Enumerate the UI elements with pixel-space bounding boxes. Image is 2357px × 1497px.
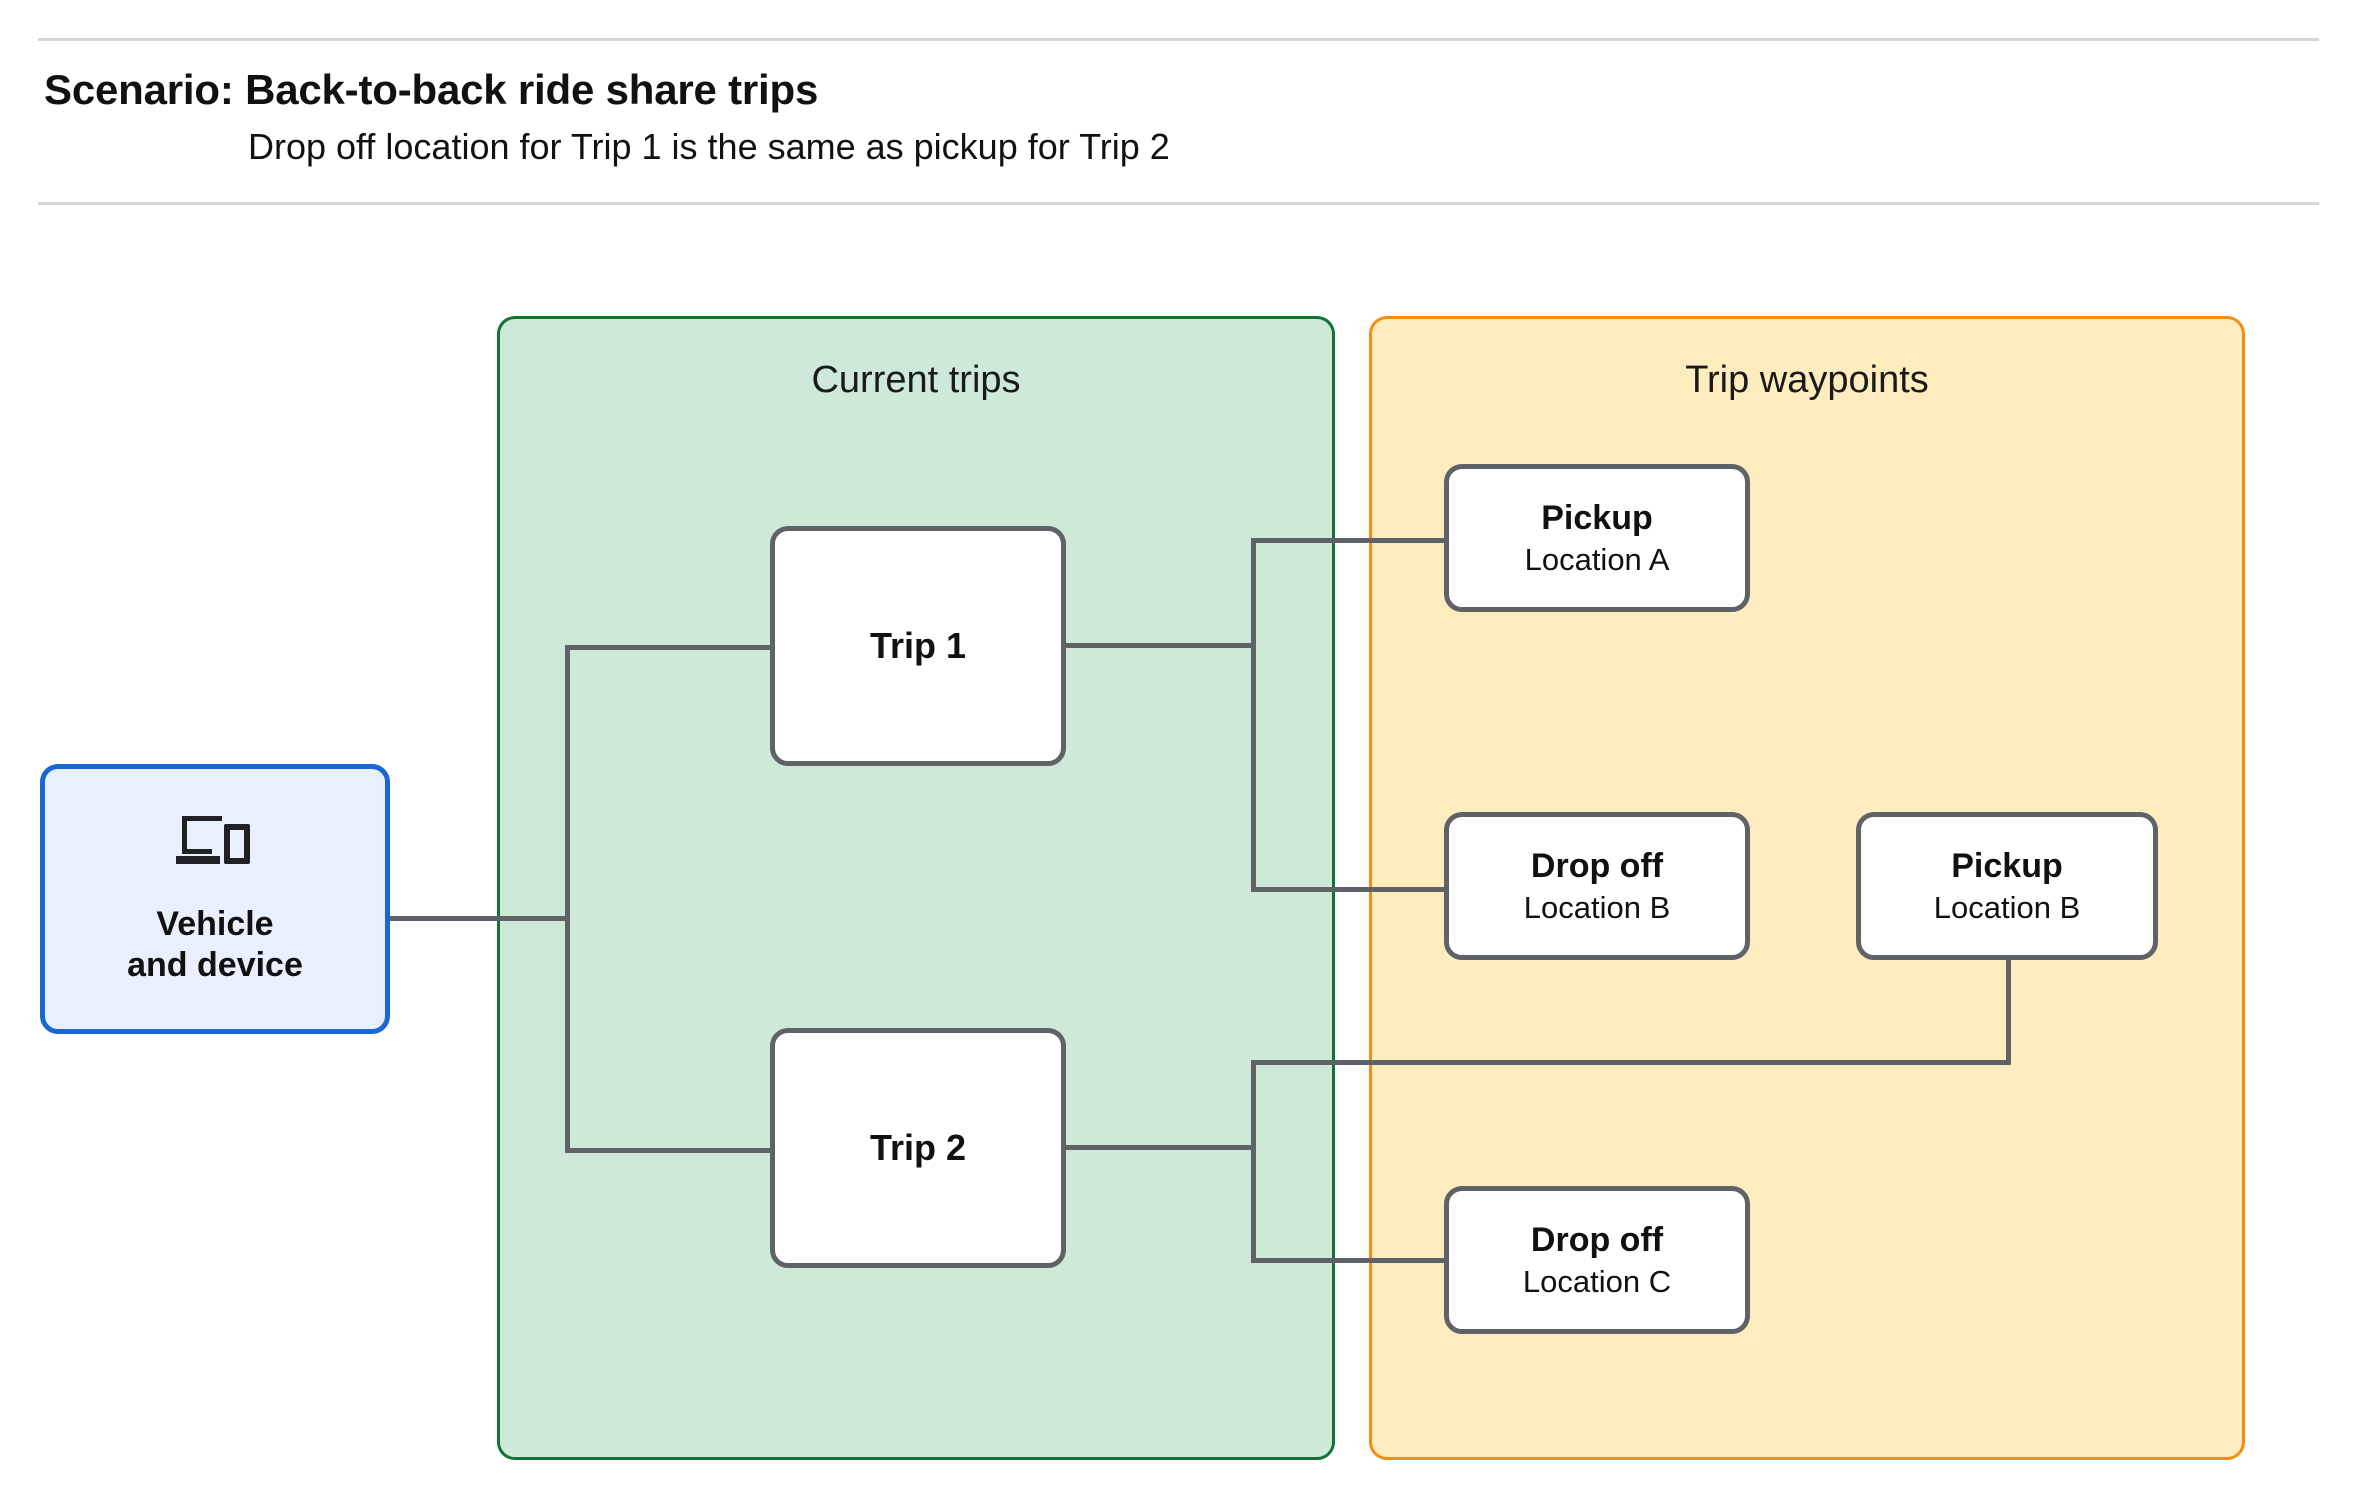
waypoint-node-dropoff-b[interactable]: Drop off Location B — [1444, 812, 1750, 960]
group-current-trips-title: Current trips — [811, 359, 1021, 401]
trip-node-1[interactable]: Trip 1 — [770, 526, 1066, 766]
waypoint-pickup-a-title: Pickup — [1541, 498, 1653, 537]
connector-trip2-to-pickup-b-horizontal — [1251, 1060, 2011, 1065]
waypoint-pickup-b-location: Location B — [1933, 889, 2081, 925]
waypoint-node-dropoff-c[interactable]: Drop off Location C — [1444, 1186, 1750, 1334]
group-current-trips: Current trips — [497, 316, 1335, 1460]
waypoint-node-pickup-b[interactable]: Pickup Location B — [1856, 812, 2158, 960]
connector-trip1-to-pickup-a — [1251, 538, 1449, 543]
waypoint-node-pickup-a[interactable]: Pickup Location A — [1444, 464, 1750, 612]
connector-trip2-to-junction — [1061, 1145, 1256, 1150]
page-title: Scenario: Back-to-back ride share trips — [44, 66, 819, 113]
waypoint-dropoff-c-location: Location C — [1522, 1263, 1672, 1299]
waypoint-pickup-b-title: Pickup — [1951, 846, 2063, 885]
header-divider-top — [38, 38, 2319, 41]
connector-pickup-b-drop-leg — [2006, 955, 2011, 1065]
waypoint-dropoff-c-title: Drop off — [1530, 1220, 1664, 1259]
trip-node-1-label: Trip 1 — [869, 625, 967, 666]
connector-trip1-junction-vertical — [1251, 538, 1256, 892]
header-divider-bottom — [38, 202, 2319, 205]
vehicle-and-device-label: Vehicle and device — [127, 904, 303, 984]
trip-node-2[interactable]: Trip 2 — [770, 1028, 1066, 1268]
connector-trip1-to-junction — [1061, 643, 1256, 648]
connector-vehicle-to-spine — [390, 916, 570, 921]
connector-trip1-to-dropoff-b — [1251, 887, 1449, 892]
connector-trip2-junction-vertical — [1251, 1060, 1256, 1263]
waypoint-pickup-a-location: Location A — [1524, 541, 1670, 577]
connector-trip2-to-dropoff-c — [1251, 1258, 1449, 1263]
group-trip-waypoints-title: Trip waypoints — [1685, 359, 1929, 401]
connector-spine-vertical — [565, 645, 570, 1153]
vehicle-and-device-node[interactable]: Vehicle and device — [40, 764, 390, 1034]
devices-icon — [176, 812, 254, 870]
waypoint-dropoff-b-title: Drop off — [1530, 846, 1664, 885]
page-subtitle: Drop off location for Trip 1 is the same… — [248, 126, 1170, 167]
trip-node-2-label: Trip 2 — [869, 1127, 967, 1168]
connector-spine-to-trip1 — [565, 645, 775, 650]
connector-spine-to-trip2 — [565, 1148, 775, 1153]
waypoint-dropoff-b-location: Location B — [1523, 889, 1671, 925]
